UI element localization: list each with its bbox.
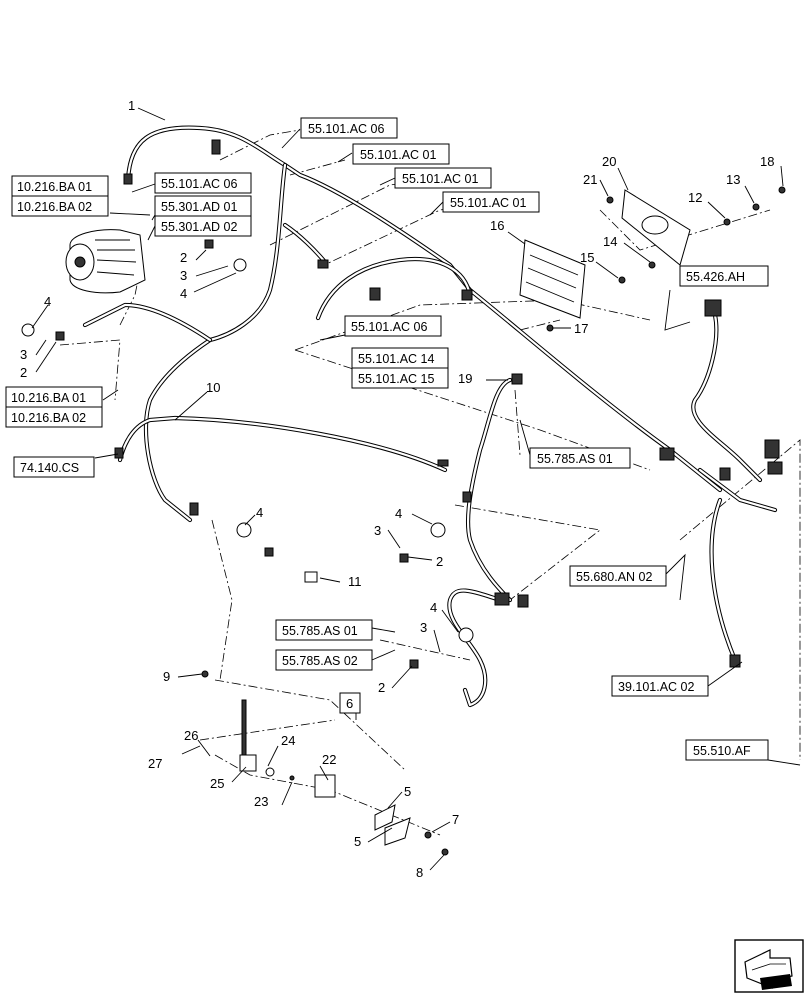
callout-3: 3 [374,523,381,538]
ref-55-101-ac-06: 55.101.AC 06 [161,177,237,191]
ref-55-101-ac-15: 55.101.AC 15 [358,372,434,386]
callout-2: 2 [378,680,385,695]
callout-3: 3 [180,268,187,283]
callout-19: 19 [458,371,472,386]
callout-5: 5 [354,834,361,849]
callout-14: 14 [603,234,617,249]
callout-7: 7 [452,812,459,827]
wire-harness [82,125,778,708]
callout-10: 10 [206,380,220,395]
callout-23: 23 [254,794,268,809]
ref-55-101-ac-14: 55.101.AC 14 [358,352,434,366]
callout-3: 3 [20,347,27,362]
ref-55-426-ah: 55.426.AH [686,270,745,284]
callout-9: 9 [163,669,170,684]
ref-55-301-ad-02: 55.301.AD 02 [161,220,237,234]
ref-74-140-cs: 74.140.CS [20,461,79,475]
callout-13: 13 [726,172,740,187]
callout-4: 4 [180,286,187,301]
callout-22: 22 [322,752,336,767]
callout-6-box [339,692,361,714]
ref-55-301-ad-01: 55.301.AD 01 [161,200,237,214]
callout-4: 4 [395,506,402,521]
callout-25: 25 [210,776,224,791]
callout-12: 12 [688,190,702,205]
callout-20: 20 [602,154,616,169]
callout-8: 8 [416,865,423,880]
ref-55-101-ac-01: 55.101.AC 01 [360,148,436,162]
mounting-bracket [621,189,691,266]
callout-11: 11 [348,574,362,589]
ref-10-216-ba-02: 10.216.BA 02 [17,200,92,214]
reference-boxes: 55.101.AC 06 55.101.AC 01 55.101.AC 01 5… [5,117,769,761]
ref-55-510-af: 55.510.AF [693,744,751,758]
ref-55-785-as-02: 55.785.AS 02 [282,654,358,668]
callout-16: 16 [490,218,504,233]
callout-26: 26 [184,728,198,743]
ref-55-785-as-01-lower: 55.785.AS 01 [282,624,358,638]
ref-10-216-ba-01: 10.216.BA 01 [11,391,86,405]
callout-4: 4 [44,294,51,309]
callout-24: 24 [281,733,295,748]
callout-2: 2 [180,250,187,265]
ref-39-101-ac-02: 39.101.AC 02 [618,680,694,694]
callout-4: 4 [430,600,437,615]
ref-55-680-an-02: 55.680.AN 02 [576,570,652,584]
callout-18: 18 [760,154,774,169]
ref-10-216-ba-01: 10.216.BA 01 [17,180,92,194]
leader-lines [31,107,801,871]
orientation-arrow-icon [734,939,804,993]
callout-5: 5 [404,784,411,799]
part-callouts: 1 2 3 4 4 3 2 10 4 11 4 3 2 4 3 2 9 26 2… [20,98,774,880]
callout-3: 3 [420,620,427,635]
callout-21: 21 [583,172,597,187]
ref-55-101-ac-06-lower: 55.101.AC 06 [351,320,427,334]
callout-6: 6 [346,696,353,711]
callout-2: 2 [436,554,443,569]
ref-55-785-as-01: 55.785.AS 01 [537,452,613,466]
connectors [114,139,783,668]
alternator [65,229,146,294]
ref-55-101-ac-01: 55.101.AC 01 [402,172,478,186]
ecu-module [519,239,586,319]
callout-4: 4 [256,505,263,520]
ref-55-101-ac-01: 55.101.AC 01 [450,196,526,210]
callout-15: 15 [580,250,594,265]
callout-27: 27 [148,756,162,771]
ref-10-216-ba-02: 10.216.BA 02 [11,411,86,425]
callout-17: 17 [574,321,588,336]
callout-1: 1 [128,98,135,113]
callout-2: 2 [20,365,27,380]
ref-55-101-ac-06-top: 55.101.AC 06 [308,122,384,136]
